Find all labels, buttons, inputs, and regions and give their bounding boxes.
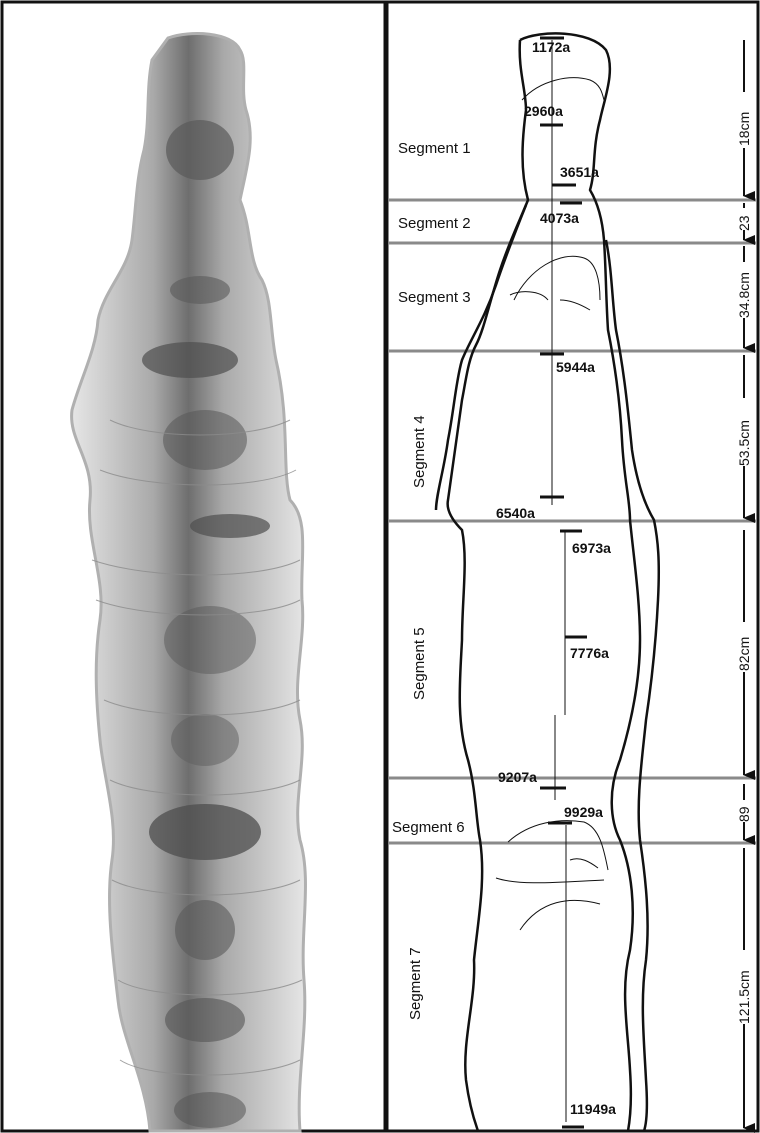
photo-band [149, 804, 261, 860]
photo-band [164, 606, 256, 674]
photo-band [166, 120, 234, 180]
age-label: 9207a [498, 769, 537, 785]
length-label: 18cm [736, 112, 752, 146]
segment-label: Segment 6 [392, 819, 465, 836]
segment-label: Segment 2 [398, 215, 471, 232]
age-label: 7776a [570, 645, 609, 661]
segment-schematic: 1172a 2960a 3651a 4073a 5944a 6540a 6973… [387, 2, 758, 1131]
photo-band [175, 900, 235, 960]
segment-label: Segment 3 [398, 289, 471, 306]
segment-label: Segment 7 [407, 947, 424, 1020]
photo-band [165, 998, 245, 1042]
age-label: 2960a [524, 103, 563, 119]
length-label: 82cm [736, 637, 752, 671]
length-label: 53.5cm [736, 420, 752, 466]
length-label: 121.5cm [736, 970, 752, 1024]
length-label: 23 [736, 215, 752, 231]
age-label: 6540a [496, 505, 535, 521]
photo-band [190, 514, 270, 538]
photo-band [174, 1092, 246, 1128]
length-label: 89 [736, 806, 752, 822]
length-label: 34.8cm [736, 272, 752, 318]
photo-band [170, 276, 230, 304]
segment-label: Segment 4 [411, 415, 428, 488]
age-label: 4073a [540, 210, 579, 226]
age-label: 11949a [570, 1101, 616, 1117]
age-label: 3651a [560, 164, 599, 180]
age-label: 6973a [572, 540, 611, 556]
age-label: 5944a [556, 359, 595, 375]
photo-band [171, 714, 239, 766]
stalagmite-photo [2, 2, 385, 1131]
photo-band [163, 410, 247, 470]
age-label: 9929a [564, 804, 603, 820]
photo-band [142, 342, 238, 378]
age-label: 1172a [532, 39, 570, 55]
segment-label: Segment 5 [411, 627, 428, 700]
segment-label: Segment 1 [398, 140, 471, 157]
